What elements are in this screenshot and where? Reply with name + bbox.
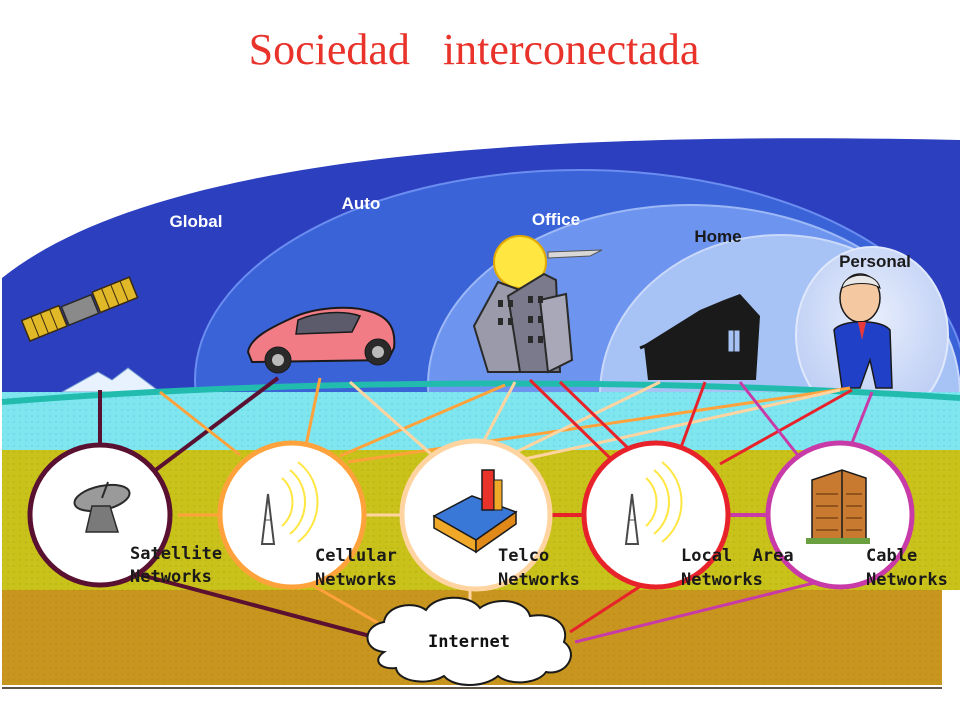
internet-label: Internet: [428, 632, 510, 652]
satellite-dish-icon: [73, 481, 131, 533]
link-lan-office: [528, 378, 612, 460]
network-label-telco-2: Networks: [498, 570, 580, 590]
link-telco-auto: [349, 380, 441, 464]
link-cellular-auto: [303, 377, 322, 451]
link-lan-personal: [719, 388, 853, 466]
network-cable: [765, 440, 915, 590]
network-satellite: [27, 442, 173, 588]
sphere-label-office: Office: [532, 210, 580, 229]
link-cable-personal: [848, 391, 874, 449]
businessman-icon: [833, 273, 893, 389]
link-cellular-personal: [347, 386, 851, 464]
network-local-area: [581, 440, 731, 590]
link-lan-office-2: [558, 380, 632, 452]
link-satellite-auto: [143, 376, 280, 480]
network-label-cellular-2: Networks: [315, 570, 397, 590]
sphere-label-personal: Personal: [839, 252, 911, 271]
page-title: Sociedad interconectada: [249, 25, 700, 74]
network-label-cellular-1: Cellular: [315, 546, 397, 566]
link-cable-home: [738, 381, 802, 459]
link-cellular-global: [159, 390, 241, 457]
network-label-cable-1: Cable: [866, 546, 917, 566]
car-icon: [246, 306, 396, 374]
network-label-satellite-2: Networks: [130, 567, 212, 587]
telco-building-icon: [432, 469, 518, 554]
network-label-local-area-1: Local Area: [681, 546, 794, 566]
cable-building-icon: [806, 469, 870, 544]
link-lan-internet: [569, 578, 651, 634]
link-lan-home: [678, 381, 707, 451]
cell-tower-icon: [260, 461, 319, 545]
network-cellular: [217, 440, 367, 590]
satellite-icon: [20, 276, 139, 342]
sphere-label-global: Global: [170, 212, 223, 231]
sphere-label-auto: Auto: [342, 194, 381, 213]
lan-tower-icon: [624, 461, 683, 545]
network-telco: [399, 438, 553, 592]
sphere-label-home: Home: [694, 227, 741, 246]
connection-lines: [91, 376, 874, 644]
link-telco-home: [509, 380, 661, 457]
link-cable-internet: [574, 580, 819, 644]
network-label-local-area-2: Networks: [681, 570, 763, 590]
house-icon: [639, 294, 760, 380]
airplane-icon: [547, 249, 603, 259]
link-cellular-office: [339, 383, 506, 458]
network-label-satellite-1: Satellite: [130, 544, 222, 564]
link-telco-personal: [519, 388, 841, 462]
network-label-telco-1: Telco: [498, 546, 549, 566]
cloud-icon: [366, 596, 572, 686]
link-satellite-internet: [91, 560, 386, 642]
office-buildings-icon: [472, 272, 574, 374]
network-label-cable-2: Networks: [866, 570, 948, 590]
